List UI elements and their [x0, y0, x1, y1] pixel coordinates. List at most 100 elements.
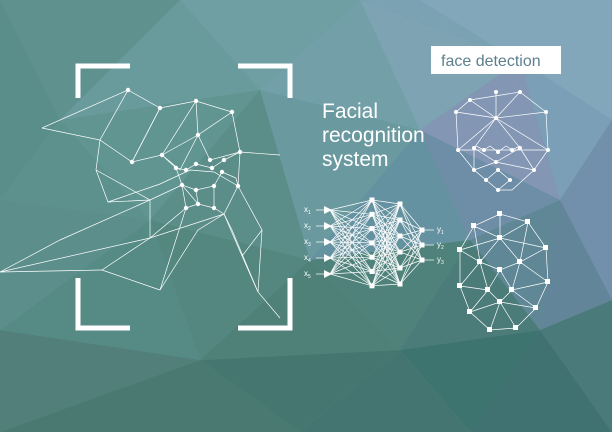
nn-input-node [324, 238, 332, 246]
frame-corner-top-left [75, 63, 130, 98]
nn-connection [371, 213, 401, 221]
nn-hidden-node [369, 226, 375, 232]
nn-hidden-node [397, 265, 403, 271]
title-line-1: Facial [322, 100, 378, 123]
nn-connection [371, 219, 401, 286]
nn-output-node [419, 257, 425, 263]
nn-connection [371, 228, 401, 253]
nn-connection [329, 209, 373, 286]
nn-connection [399, 219, 423, 231]
nn-connection [399, 229, 423, 269]
input-label-3: x3 [304, 237, 311, 248]
nn-connection [399, 229, 423, 285]
nn-connection [371, 203, 401, 215]
nn-output-node [419, 227, 425, 233]
nn-connection [329, 271, 373, 275]
nn-connection [371, 199, 401, 237]
neural-network-icon: x1 x2 x3 x4 x5 y1 y2 y3 [304, 197, 444, 289]
nn-connection [329, 214, 373, 275]
frame-corner-bottom-left [75, 278, 130, 331]
nn-connection [371, 203, 401, 229]
nn-connection [371, 203, 401, 244]
badge-label: face detection [441, 53, 541, 70]
nn-connection [329, 214, 373, 259]
nn-connection [371, 242, 401, 285]
nn-connection [399, 235, 423, 261]
output-label-2: y2 [437, 240, 444, 251]
badge-background [431, 46, 561, 74]
nn-connection [371, 235, 401, 286]
nn-connection [371, 283, 401, 287]
nn-connection [399, 244, 423, 285]
nn-connection [371, 235, 401, 258]
frame-corner-bottom-right [238, 278, 293, 331]
output-label-3: y3 [437, 255, 444, 266]
nn-hidden-node [397, 217, 403, 223]
nn-connection [399, 219, 423, 246]
nn-connection [371, 228, 401, 285]
nn-hidden-node [397, 249, 403, 255]
nn-hidden-node [369, 197, 375, 203]
nn-connection [371, 214, 401, 253]
input-label-1: x1 [304, 205, 311, 216]
nn-input-node [324, 222, 332, 230]
nn-connection [371, 199, 401, 285]
nn-hidden-node [369, 211, 375, 217]
nn-connection [329, 213, 373, 227]
nn-output-node [419, 242, 425, 248]
nn-connection [329, 225, 373, 287]
nn-hidden-node [369, 240, 375, 246]
title-line-3: system [322, 148, 389, 171]
nn-connection [329, 228, 373, 243]
nn-hidden-node [369, 283, 375, 289]
nn-connection [329, 209, 373, 272]
nn-hidden-node [397, 233, 403, 239]
nn-connection [371, 267, 401, 287]
nn-connection [399, 235, 423, 246]
nn-connection [371, 203, 401, 286]
nn-connection [371, 219, 401, 244]
nn-connection [371, 256, 401, 269]
face-mesh-icon [0, 87, 281, 319]
nn-connection [371, 235, 401, 244]
nn-connection [329, 273, 373, 287]
nn-connection [371, 203, 401, 258]
nn-connection [371, 267, 401, 272]
nn-connection [371, 251, 401, 272]
nn-connection [399, 229, 423, 237]
input-label-4: x4 [304, 253, 311, 264]
nn-connection [371, 242, 401, 269]
nn-connection [329, 241, 373, 258]
output-label-1: y1 [437, 225, 444, 236]
nn-connection [329, 241, 373, 272]
output-labels: y1 y2 y3 [437, 225, 444, 266]
system-title: Facial recognition system [322, 100, 425, 171]
title-line-2: recognition [322, 124, 425, 147]
nn-connection [371, 242, 401, 253]
face-detection-badge: face detection [431, 46, 561, 74]
nn-connection [371, 199, 401, 205]
nn-connection [329, 209, 373, 244]
nn-connection [371, 199, 401, 253]
nn-connection [399, 219, 423, 261]
nn-connection [329, 225, 373, 272]
nn-hidden-node [369, 269, 375, 274]
nn-connection [371, 251, 401, 287]
nn-connection [371, 214, 401, 269]
nn-connection [371, 214, 401, 285]
face-mesh-front-icon [454, 90, 550, 192]
nn-connection [329, 228, 373, 259]
nn-hidden-node [397, 201, 403, 207]
nn-connection [371, 251, 401, 258]
nn-connection [329, 257, 373, 287]
nn-connection [329, 225, 373, 244]
nn-connection [329, 214, 373, 243]
nn-connection [371, 219, 401, 229]
nn-connection [329, 199, 373, 243]
nn-connection [371, 256, 401, 285]
nn-hidden-node [369, 254, 375, 260]
input-label-2: x2 [304, 221, 311, 232]
nn-connection [329, 209, 373, 229]
nn-connection [329, 256, 373, 259]
